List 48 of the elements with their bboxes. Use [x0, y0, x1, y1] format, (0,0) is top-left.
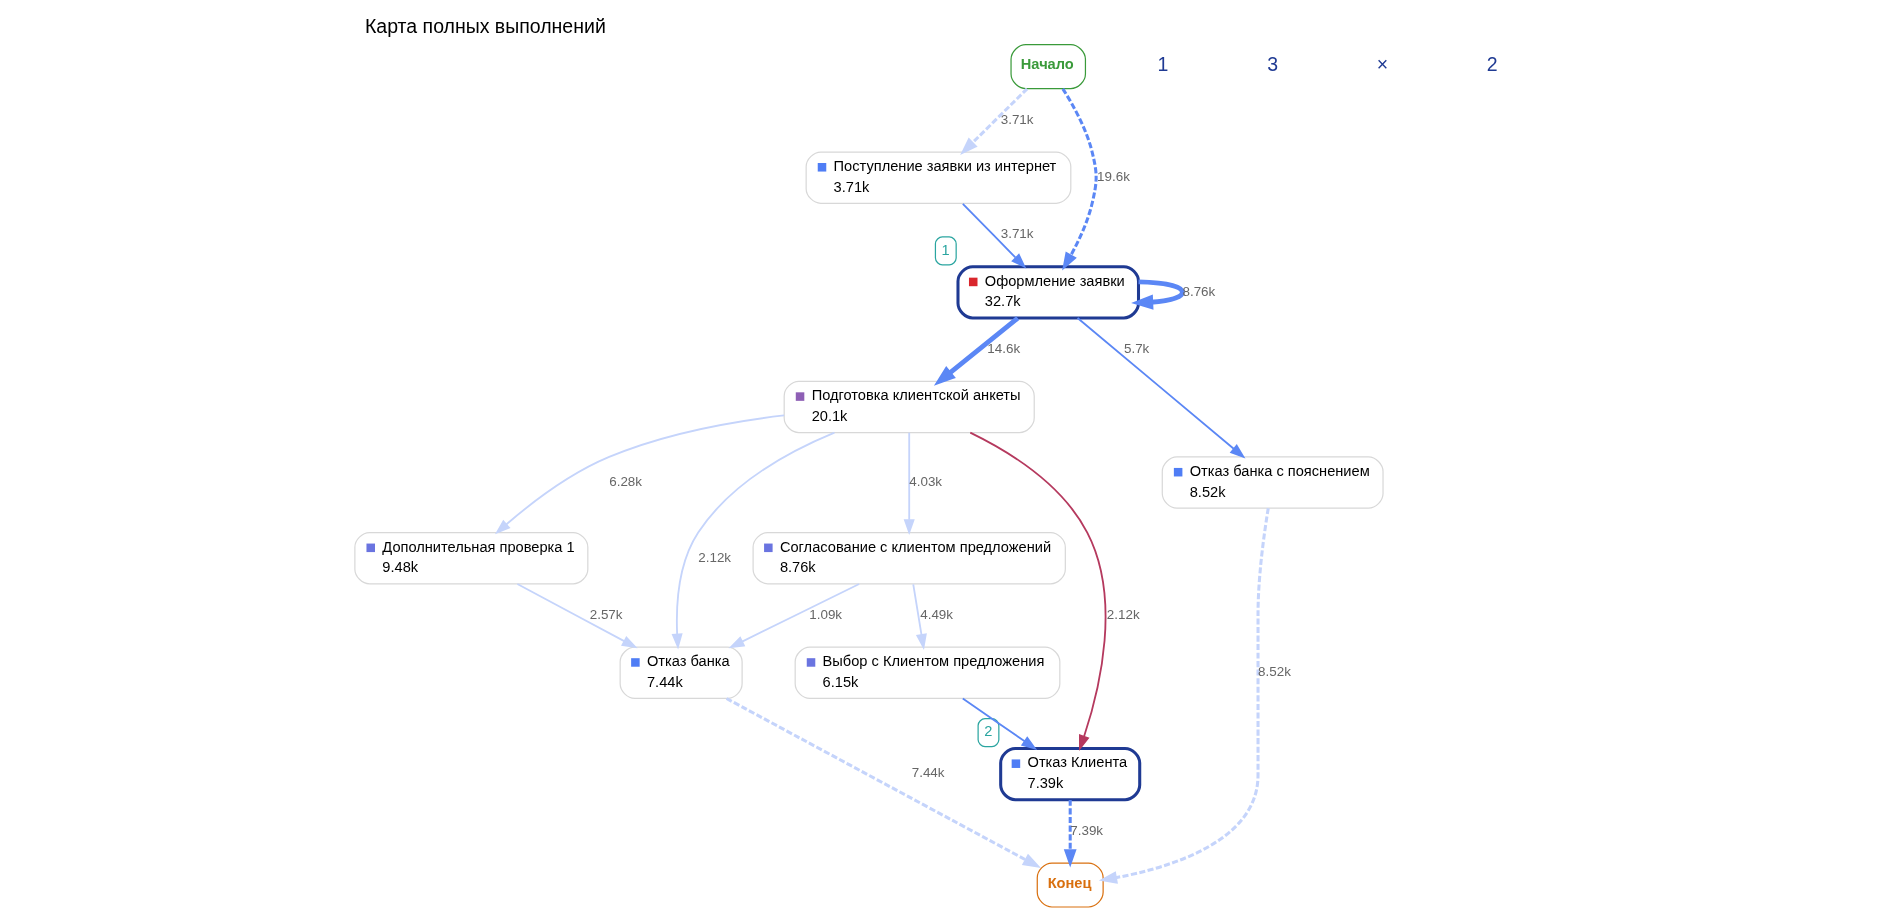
edge-label: 8.76k — [1182, 283, 1216, 299]
arrow — [961, 202, 1027, 269]
edge-label: 8.52k — [1258, 664, 1291, 680]
node-box: Отказ банка 7.44k — [619, 646, 743, 700]
node-box: Поступление заявки из интернет 3.71k — [805, 151, 1072, 204]
label: 2 — [1486, 53, 1498, 76]
edge-label: 14.6k — [987, 341, 1021, 357]
node-box: Отказ банка с пояснением 8.52k — [1161, 456, 1384, 509]
edge-label: 3.71k — [1000, 111, 1034, 127]
arrow — [494, 414, 786, 535]
edge-label: 6.28k — [609, 473, 643, 489]
arrow — [933, 316, 1020, 386]
arrow — [671, 431, 836, 650]
edge-label: 7.44k — [911, 765, 945, 781]
label: × — [1376, 53, 1389, 76]
arrow — [903, 431, 915, 536]
arrow — [1076, 317, 1246, 459]
label: 3 — [1267, 53, 1279, 76]
node-label: 1 — [941, 241, 950, 258]
arrow — [1131, 279, 1185, 310]
arrow — [516, 583, 638, 649]
edge-label: 19.6k — [1097, 169, 1130, 185]
diagram-title: Карта полных выполнений — [364, 15, 606, 38]
arrow — [961, 697, 1038, 750]
arrow — [1061, 88, 1098, 271]
node-box: Конец — [1036, 862, 1104, 908]
edge-label: 7.39k — [1070, 822, 1104, 838]
node-box: Согласование с клиентом предложений 8.76k — [752, 531, 1066, 585]
arrow — [969, 431, 1107, 751]
arrow — [1098, 507, 1270, 884]
edge-label: 4.03k — [909, 473, 943, 489]
edge-label: 2.57k — [589, 606, 623, 622]
edge-label: 2.12k — [698, 549, 732, 565]
label: 1 — [1157, 53, 1169, 76]
node-box: Дополнительная проверка 1 9.48k — [354, 531, 589, 585]
edge-label: 2.12k — [1106, 606, 1140, 622]
edge-label: 5.7k — [1123, 341, 1150, 357]
arrow — [725, 697, 1042, 869]
arrow — [728, 583, 861, 649]
node-box: Подготовка клиентской анкеты 20.1k — [783, 380, 1035, 434]
node-box: Начало — [1010, 44, 1087, 90]
edge-label: 1.09k — [809, 606, 843, 622]
node-box: Выбор с Клиентом предложения 6.15k — [794, 646, 1061, 700]
node-label: 2 — [984, 723, 993, 740]
edge-label: 4.49k — [920, 606, 954, 622]
arrow — [1063, 799, 1077, 868]
arrow — [960, 87, 1029, 156]
arrow — [912, 583, 927, 650]
